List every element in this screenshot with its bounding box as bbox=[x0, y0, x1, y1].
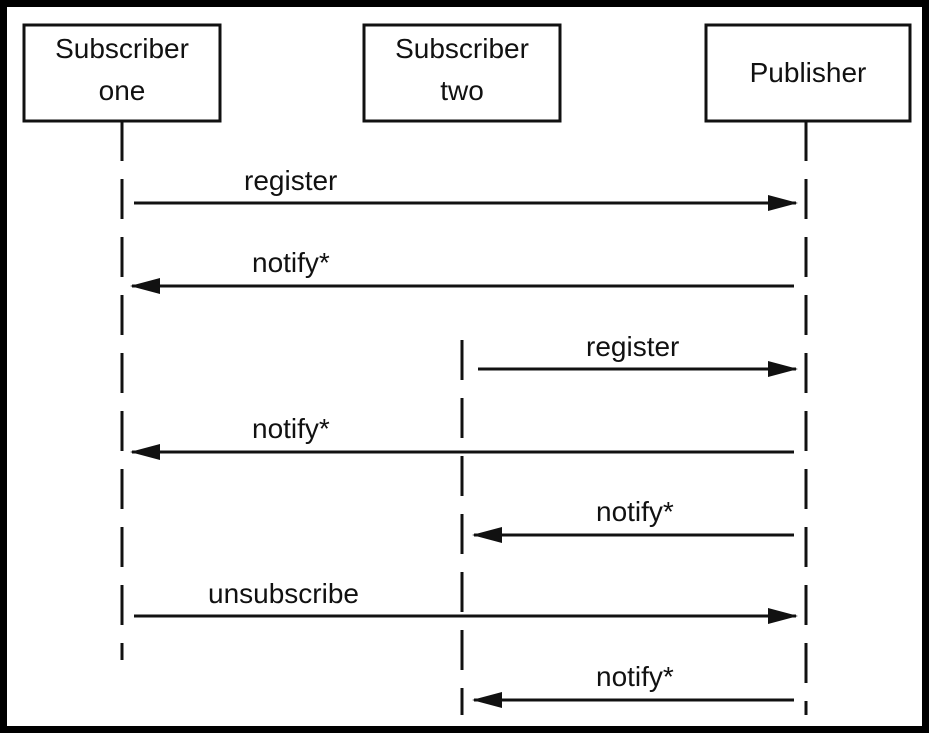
message-label: unsubscribe bbox=[208, 578, 359, 609]
message-label: notify* bbox=[252, 247, 330, 278]
message-label: notify* bbox=[252, 413, 330, 444]
participant-label-line2: one bbox=[99, 75, 146, 106]
participant-publisher: Publisher bbox=[704, 23, 912, 123]
participant-box bbox=[362, 23, 562, 123]
message-notify-4: notify* bbox=[472, 661, 794, 708]
message-label: notify* bbox=[596, 496, 674, 527]
message-unsubscribe: unsubscribe bbox=[134, 578, 798, 624]
participant-label-line2: two bbox=[440, 75, 484, 106]
message-label: register bbox=[586, 331, 679, 362]
participant-label: Publisher bbox=[750, 57, 867, 88]
message-label: notify* bbox=[596, 661, 674, 692]
message-label: register bbox=[244, 165, 337, 196]
participant-label-line1: Subscriber bbox=[55, 33, 189, 64]
message-notify-1: notify* bbox=[130, 247, 794, 294]
participant-label-line1: Subscriber bbox=[395, 33, 529, 64]
message-notify-2: notify* bbox=[130, 413, 794, 460]
message-register-1: register bbox=[134, 165, 798, 211]
participant-subscriber-one: Subscriber one bbox=[22, 23, 222, 123]
message-register-2: register bbox=[478, 331, 798, 377]
participant-box bbox=[704, 23, 912, 123]
participant-subscriber-two: Subscriber two bbox=[362, 23, 562, 123]
message-notify-3: notify* bbox=[472, 496, 794, 543]
participant-box bbox=[22, 23, 222, 123]
